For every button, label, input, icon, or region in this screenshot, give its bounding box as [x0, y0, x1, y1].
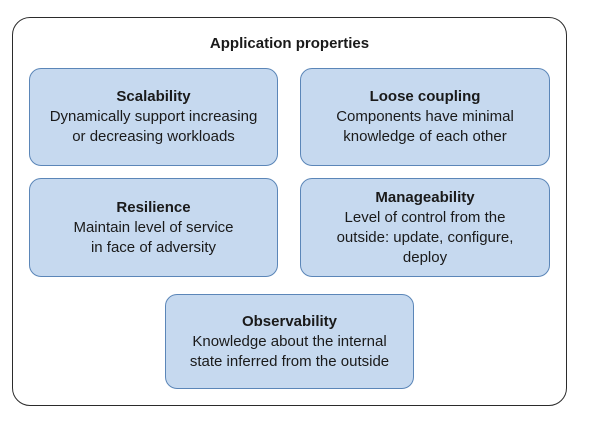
manageability-title: Manageability [375, 188, 475, 206]
scalability-card: Scalability Dynamically support increasi… [29, 68, 278, 166]
observability-title: Observability [241, 312, 338, 330]
resilience-description: Maintain level of service in face of adv… [73, 218, 234, 256]
diagram-title: Application properties [209, 35, 370, 52]
resilience-card: Resilience Maintain level of service in … [29, 178, 278, 277]
scalability-title: Scalability [116, 88, 191, 105]
loose-coupling-card: Loose coupling Components have minimal k… [300, 68, 550, 166]
scalability-description: Dynamically support increasing or decrea… [49, 108, 258, 145]
loose-coupling-title: Loose coupling [369, 88, 481, 105]
loose-coupling-description: Components have minimal knowledge of eac… [336, 108, 514, 145]
observability-description: Knowledge about the internal state infer… [189, 332, 390, 370]
observability-card: Observability Knowledge about the intern… [165, 294, 414, 389]
manageability-card: Manageability Level of control from the … [300, 178, 550, 277]
manageability-description: Level of control from the outside: updat… [336, 208, 514, 266]
resilience-title: Resilience [116, 198, 191, 216]
